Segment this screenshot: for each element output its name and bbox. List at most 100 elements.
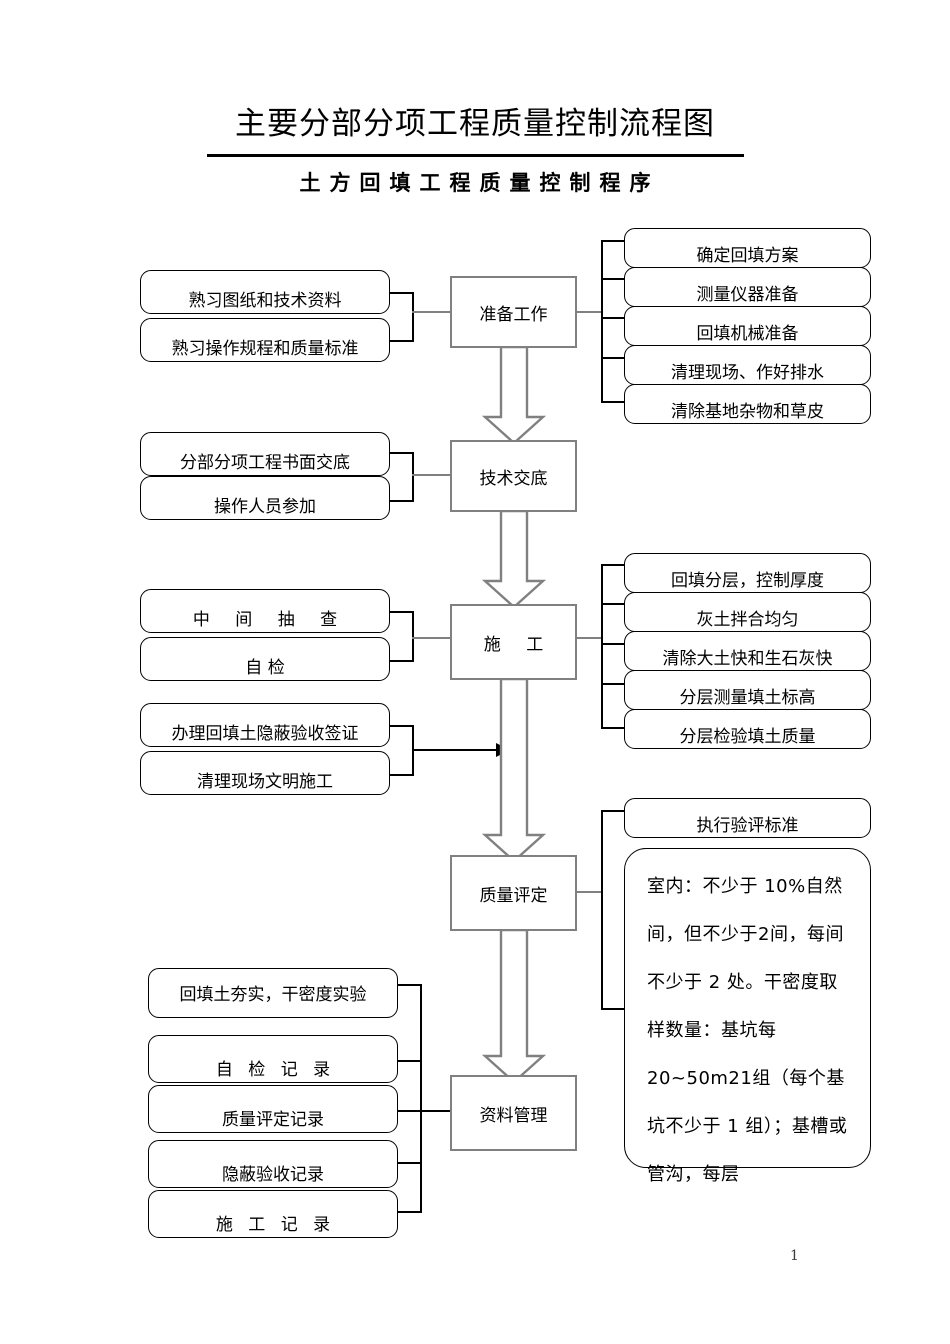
input-box-records-3-label: 质量评定记录 bbox=[222, 1110, 324, 1130]
connector-prep-in-feed bbox=[412, 311, 452, 313]
process-box-construction: 施 工 bbox=[450, 604, 577, 680]
title-divider bbox=[207, 154, 744, 157]
connector-construction-in-feed bbox=[412, 637, 452, 639]
connector-disclosure-in-feed bbox=[412, 474, 452, 476]
connector-prep-in-2 bbox=[390, 340, 414, 342]
process-box-records-management: 资料管理 bbox=[450, 1075, 577, 1151]
input-box-construction-4: 清理现场文明施工 bbox=[140, 751, 390, 795]
connector-quality-out-feed bbox=[577, 891, 603, 893]
connector-construction-in-2 bbox=[390, 660, 414, 662]
connector-prep-in-bus bbox=[412, 292, 414, 342]
process-box-technical-disclosure-label: 技术交底 bbox=[479, 468, 548, 489]
connector-prep-out-feed bbox=[577, 311, 603, 313]
input-box-construction-4-label: 清理现场文明施工 bbox=[197, 772, 333, 792]
connector-construction-in-1 bbox=[390, 611, 414, 613]
input-box-records-3: 质量评定记录 bbox=[148, 1085, 398, 1133]
input-box-construction-3: 办理回填土隐蔽验收签证 bbox=[140, 703, 390, 747]
output-box-prep-3-label: 回填机械准备 bbox=[696, 324, 799, 344]
quality-standard-note: 室内：不少于 10%自然间，但不少于2间，每间不少于 2 处。干密度取样数量：基… bbox=[624, 848, 871, 1185]
connector-prep-out-4 bbox=[601, 357, 625, 359]
output-box-construction-3-label: 清除大土快和生石灰快 bbox=[662, 649, 833, 669]
input-box-prep-1-label: 熟习图纸和技术资料 bbox=[188, 291, 342, 311]
connector-prep-out-1 bbox=[601, 240, 625, 243]
connector-records-in-2 bbox=[398, 1060, 422, 1062]
process-box-records-management-label: 资料管理 bbox=[479, 1105, 548, 1126]
input-box-records-1: 回填土夯实，干密度实验 bbox=[148, 968, 398, 1018]
input-box-prep-1: 熟习图纸和技术资料 bbox=[140, 270, 390, 314]
output-box-quality-1-label: 执行验评标准 bbox=[696, 816, 799, 836]
connector-prep-out-2 bbox=[601, 278, 625, 280]
output-box-construction-2-label: 灰土拌合均匀 bbox=[696, 610, 799, 630]
process-box-preparation: 准备工作 bbox=[450, 276, 577, 348]
output-box-construction-5-label: 分层检验填土质量 bbox=[679, 727, 816, 747]
input-box-prep-2: 熟习操作规程和质量标准 bbox=[140, 318, 390, 362]
input-box-construction-1: 中 间 抽 查 bbox=[140, 589, 390, 633]
connector-quality-out-1 bbox=[601, 810, 625, 813]
connector-quality-out-bus bbox=[601, 810, 604, 1010]
output-box-construction-1: 回填分层，控制厚度 bbox=[624, 553, 871, 593]
connector-construction-out-4 bbox=[601, 683, 625, 685]
input-box-records-2-label: 自 检 记 录 bbox=[215, 1060, 336, 1080]
process-box-preparation-label: 准备工作 bbox=[479, 304, 548, 325]
connector-records-in-bus bbox=[420, 984, 423, 1213]
connector-construction-out-bus bbox=[601, 564, 604, 729]
input-box-construction-2: 自 检 bbox=[140, 637, 390, 681]
input-box-prep-2-label: 熟习操作规程和质量标准 bbox=[171, 339, 359, 359]
page-number: 1 bbox=[790, 1248, 799, 1264]
page-title: 主要分部分项工程质量控制流程图 bbox=[235, 106, 715, 142]
output-box-construction-5: 分层检验填土质量 bbox=[624, 709, 871, 749]
process-box-technical-disclosure: 技术交底 bbox=[450, 440, 577, 512]
process-box-quality-evaluation: 质量评定 bbox=[450, 855, 577, 931]
input-box-records-4: 隐蔽验收记录 bbox=[148, 1140, 398, 1188]
connector-records-in-4 bbox=[398, 1162, 422, 1164]
connector-construction-out-2 bbox=[601, 603, 625, 605]
flow-arrow-disclosure-to-construction bbox=[481, 511, 547, 609]
input-box-disclosure-2-label: 操作人员参加 bbox=[214, 497, 316, 517]
output-box-construction-2: 灰土拌合均匀 bbox=[624, 592, 871, 632]
connector-disclosure-in-2 bbox=[390, 500, 414, 502]
input-box-records-1-label: 回填土夯实，干密度实验 bbox=[179, 985, 367, 1005]
connector-construction-out-1 bbox=[601, 564, 625, 567]
flow-arrow-quality-to-records bbox=[481, 930, 547, 1084]
connector-records-in-feed bbox=[420, 1110, 452, 1113]
input-box-disclosure-1-label: 分部分项工程书面交底 bbox=[180, 453, 350, 473]
connector-quality-out-2 bbox=[601, 1008, 625, 1011]
connector-construction-out-5 bbox=[601, 727, 625, 730]
output-box-construction-4: 分层测量填土标高 bbox=[624, 670, 871, 710]
output-box-prep-4: 清理现场、作好排水 bbox=[624, 345, 871, 385]
input-box-disclosure-1: 分部分项工程书面交底 bbox=[140, 432, 390, 476]
connector-construction-in2-feed bbox=[412, 749, 504, 751]
output-box-prep-1-label: 确定回填方案 bbox=[696, 246, 799, 266]
output-box-prep-4-label: 清理现场、作好排水 bbox=[671, 363, 824, 383]
output-box-prep-5: 清除基地杂物和草皮 bbox=[624, 384, 871, 424]
connector-construction-in2-1 bbox=[390, 725, 414, 727]
output-box-prep-2: 测量仪器准备 bbox=[624, 267, 871, 307]
connector-prep-out-5 bbox=[601, 401, 625, 404]
input-box-construction-3-label: 办理回填土隐蔽验收签证 bbox=[171, 724, 359, 744]
output-box-prep-1: 确定回填方案 bbox=[624, 228, 871, 268]
process-box-quality-evaluation-label: 质量评定 bbox=[479, 885, 548, 906]
input-box-disclosure-2: 操作人员参加 bbox=[140, 476, 390, 520]
input-box-records-2: 自 检 记 录 bbox=[148, 1035, 398, 1083]
flow-arrow-construction-to-quality bbox=[481, 679, 547, 863]
output-box-prep-5-label: 清除基地杂物和草皮 bbox=[671, 402, 824, 422]
output-box-construction-1-label: 回填分层，控制厚度 bbox=[671, 571, 824, 591]
input-box-construction-2-label: 自 检 bbox=[245, 658, 285, 678]
connector-construction-out-3 bbox=[601, 643, 625, 645]
connector-construction-out-feed bbox=[577, 637, 603, 639]
input-box-records-5: 施 工 记 录 bbox=[148, 1190, 398, 1238]
connector-disclosure-in-1 bbox=[390, 452, 414, 454]
output-box-prep-3: 回填机械准备 bbox=[624, 306, 871, 346]
connector-disclosure-in-bus bbox=[412, 452, 414, 502]
page-subtitle: 土方回填工程质量控制程序 bbox=[299, 171, 660, 195]
input-box-records-4-label: 隐蔽验收记录 bbox=[222, 1165, 324, 1185]
output-box-prep-2-label: 测量仪器准备 bbox=[696, 285, 799, 305]
connector-records-in-3 bbox=[398, 1110, 422, 1113]
connector-construction-in2-2 bbox=[390, 774, 414, 776]
output-box-quality-1: 执行验评标准 bbox=[624, 798, 871, 838]
connector-prep-out-3 bbox=[601, 317, 625, 319]
input-box-records-5-label: 施 工 记 录 bbox=[215, 1215, 336, 1235]
input-box-construction-1-label: 中 间 抽 查 bbox=[192, 610, 348, 630]
flow-arrow-prep-to-disclosure bbox=[481, 347, 547, 445]
output-box-construction-4-label: 分层测量填土标高 bbox=[679, 688, 816, 708]
